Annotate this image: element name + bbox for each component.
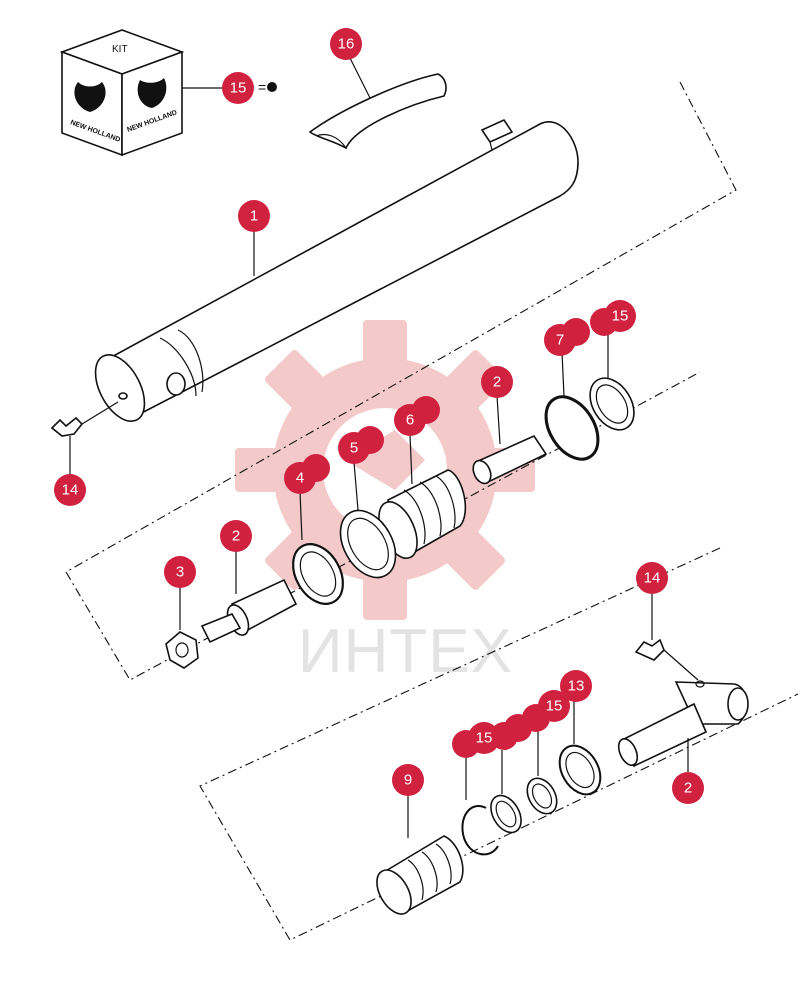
watermark-text: ИНТЕХ: [298, 617, 513, 686]
svg-text:14: 14: [644, 570, 661, 587]
part-5-ring: [339, 509, 397, 579]
svg-text:6: 6: [406, 412, 414, 429]
callout-14-bottom: 14: [636, 562, 668, 594]
svg-text:5: 5: [350, 440, 358, 457]
svg-text:7: 7: [556, 332, 564, 349]
assembly-outline-top: [65, 81, 737, 681]
svg-text:2: 2: [232, 528, 240, 545]
svg-text:14: 14: [62, 482, 79, 499]
callouts: 15 16 1 14 7 15 2 6: [54, 28, 704, 804]
callout-13: 13: [560, 670, 592, 702]
callout-14-top: 14: [54, 474, 86, 506]
part-14-grease-nipple-bottom: [634, 638, 699, 681]
kit-dot: [267, 82, 277, 92]
leader-lines: [179, 57, 689, 838]
part-11-ring: [490, 794, 522, 834]
kit-box: KIT NEW HOLLAND NEW HOLLAND =: [59, 29, 277, 157]
svg-text:15: 15: [546, 698, 563, 715]
svg-text:9: 9: [404, 772, 412, 789]
part-16-shield: [308, 73, 447, 150]
callout-15-b: 15: [538, 690, 570, 722]
part-13-split-ring: [558, 744, 602, 796]
part-2-rod-eye: [617, 680, 749, 768]
svg-text:3: 3: [176, 564, 184, 581]
svg-text:15: 15: [476, 730, 493, 747]
callout-kit-15: 15: [222, 72, 254, 104]
part-4-seal: [292, 543, 344, 605]
callout-2-piston: 2: [220, 520, 252, 552]
callout-3: 3: [164, 556, 196, 588]
part-10-circlip: [461, 805, 499, 856]
part-12-ring: [526, 777, 558, 815]
part-2-rod-segment: [472, 434, 548, 485]
part-1-barrel: [94, 118, 579, 422]
callout-2-eye: 2: [672, 772, 704, 804]
kit-equals: =: [258, 79, 266, 95]
callout-7: 7: [544, 324, 576, 356]
callout-5: 5: [338, 432, 370, 464]
svg-text:2: 2: [493, 374, 501, 391]
callout-4: 4: [284, 462, 316, 494]
svg-text:4: 4: [296, 470, 304, 487]
part-2-piston-rod: [200, 578, 298, 644]
kit-label: KIT: [112, 44, 128, 55]
svg-text:13: 13: [568, 678, 585, 695]
callout-15-c: 15: [468, 722, 500, 754]
svg-text:16: 16: [338, 36, 355, 53]
svg-text:15: 15: [230, 80, 247, 97]
part-15-backup-ring: [589, 377, 635, 431]
part-3-nut: [165, 631, 199, 669]
svg-text:2: 2: [684, 780, 692, 797]
callout-1: 1: [238, 200, 270, 232]
assembly-outline-bottom: [199, 547, 799, 941]
callout-9: 9: [392, 764, 424, 796]
part-14-grease-nipple-top: [50, 401, 119, 474]
callout-2-rod: 2: [481, 366, 513, 398]
part-7-o-ring: [544, 395, 600, 461]
callout-6: 6: [394, 404, 426, 436]
svg-text:1: 1: [250, 208, 258, 225]
part-9-gland: [376, 835, 464, 916]
callout-15-a: 15: [604, 300, 636, 332]
svg-text:15: 15: [612, 308, 629, 325]
callout-16: 16: [330, 28, 362, 60]
